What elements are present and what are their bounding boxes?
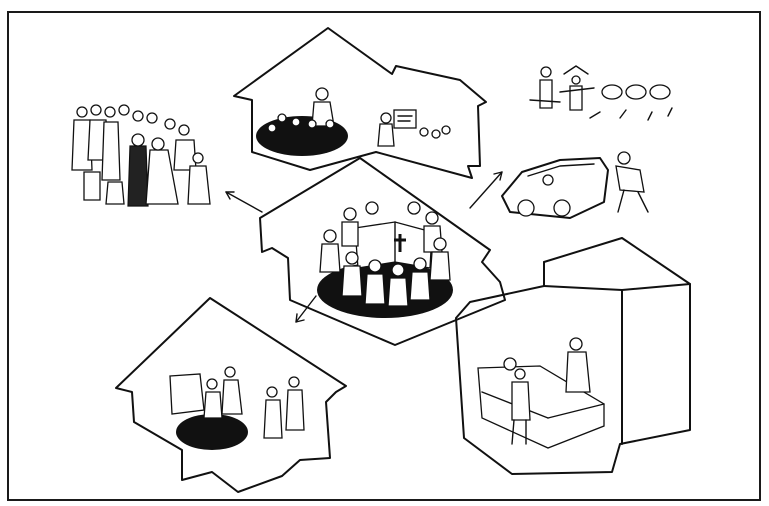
top-house-outline [233, 27, 487, 179]
center-gathering [319, 201, 451, 307]
arrow-to-field [469, 171, 503, 209]
arrow-to-home-visit [295, 295, 317, 323]
crowd-icon [71, 104, 211, 207]
top-house-teaching [233, 27, 487, 179]
cross-icon [394, 234, 406, 252]
home-visit [115, 297, 347, 493]
nurse-figure [565, 337, 591, 393]
bride-figure [145, 149, 179, 205]
teacher-icon [267, 87, 335, 133]
field-workers-and-animals [529, 65, 673, 121]
hospital-bedside-care [455, 237, 691, 475]
bottom-rug [176, 414, 248, 450]
center-house-outline [259, 157, 506, 346]
farm-icon [529, 65, 673, 121]
armchair-icon [169, 366, 243, 419]
groom-figure [127, 145, 149, 207]
visitor-at-bedside [511, 368, 531, 445]
arrows [225, 171, 503, 323]
arrow-to-crowd [225, 191, 263, 213]
frame-border [7, 11, 761, 501]
helper-figure [615, 151, 649, 213]
bottom-house-outline [115, 297, 347, 493]
crowd-celebration [71, 104, 211, 207]
car-helping [501, 151, 649, 219]
center-house [259, 157, 506, 346]
top-rug [256, 116, 348, 156]
hospital-building-outline [455, 237, 691, 475]
classroom-board [377, 109, 451, 147]
car-icon [501, 157, 609, 219]
visitors-pair [263, 376, 305, 439]
